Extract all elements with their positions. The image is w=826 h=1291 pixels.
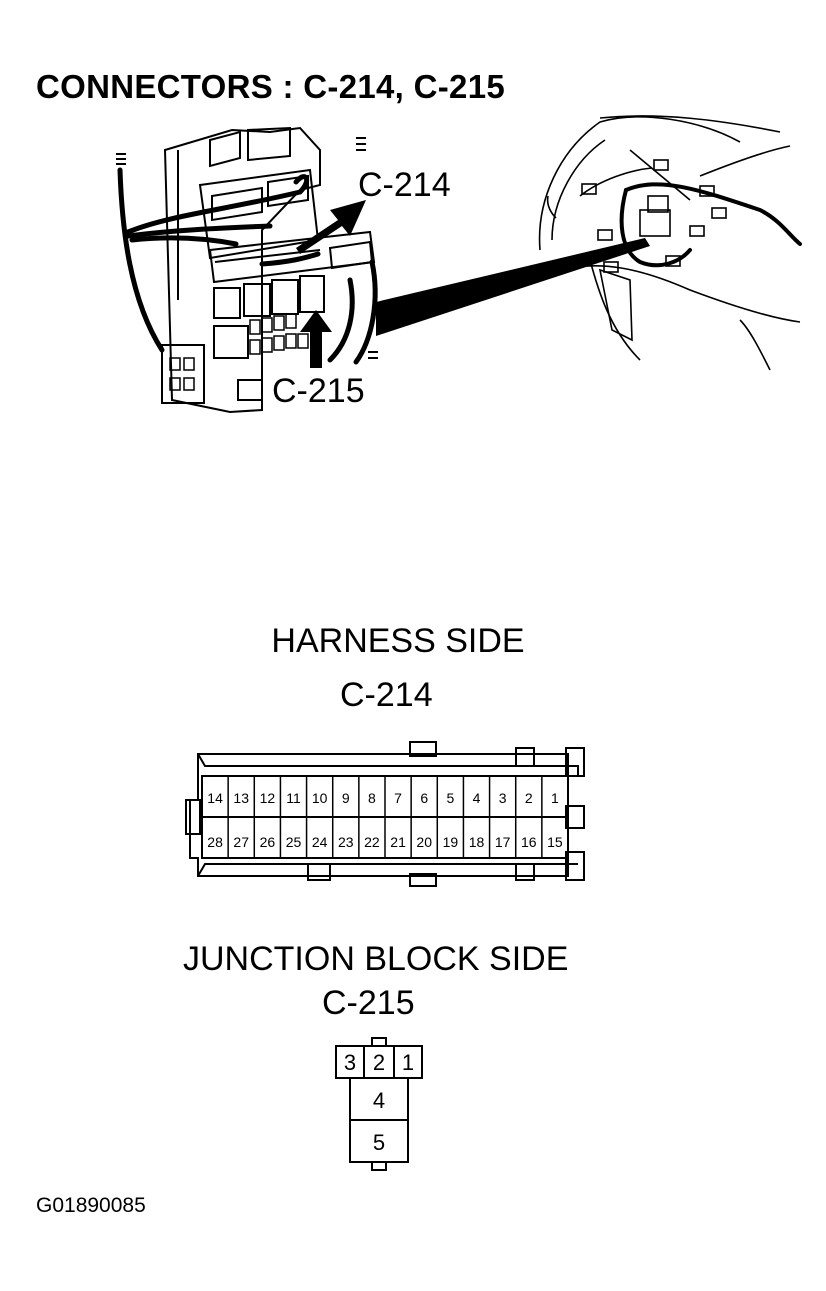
- pin-label: 1: [402, 1050, 414, 1075]
- pin-label-bottom: 21: [390, 834, 406, 850]
- junction-block-side-heading: JUNCTION BLOCK SIDE: [183, 940, 569, 978]
- pin-label-top: 13: [233, 790, 249, 806]
- pin-label-bottom: 26: [260, 834, 276, 850]
- figure-code: G01890085: [36, 1194, 146, 1217]
- pin-label-bottom: 23: [338, 834, 354, 850]
- pin-label-bottom: 28: [207, 834, 223, 850]
- pin-label-bottom: 20: [416, 834, 432, 850]
- c214-arrow: [296, 200, 366, 254]
- pin-label-bottom: 25: [286, 834, 302, 850]
- pin-label-top: 3: [499, 790, 507, 806]
- callout-c215: C-215: [272, 372, 365, 410]
- pin-label-bottom: 17: [495, 834, 511, 850]
- pin-label: 5: [373, 1130, 385, 1155]
- pin-label: 2: [373, 1050, 385, 1075]
- pin-label-bottom: 27: [233, 834, 249, 850]
- callout-c214: C-214: [358, 166, 451, 204]
- pin-label: 3: [344, 1050, 356, 1075]
- pin-label-bottom: 15: [547, 834, 563, 850]
- pin-label-bottom: 22: [364, 834, 380, 850]
- c214-housing: [208, 230, 376, 284]
- pin-label-bottom: 19: [443, 834, 459, 850]
- junction-connector-id: C-215: [322, 984, 415, 1022]
- pin-label-top: 4: [473, 790, 481, 806]
- pin-label-top: 1: [551, 790, 559, 806]
- pin-label-top: 11: [286, 790, 301, 806]
- junction-block-body: [163, 126, 321, 414]
- pin-label-top: 9: [342, 790, 350, 806]
- pin-label-bottom: 16: [521, 834, 537, 850]
- harness-connector-id: C-214: [340, 676, 433, 714]
- pin-label-top: 5: [446, 790, 454, 806]
- junction-block-illustration: [116, 115, 802, 414]
- pin-label-top: 10: [312, 790, 328, 806]
- pin-label-top: 2: [525, 790, 533, 806]
- pin-label-top: 12: [260, 790, 276, 806]
- pin-label-top: 14: [207, 790, 223, 806]
- location-pointer: [376, 238, 650, 336]
- pin-label-bottom: 24: [312, 834, 328, 850]
- pin-label-top: 7: [394, 790, 402, 806]
- pin-label: 4: [373, 1088, 385, 1113]
- c215-arrow: [300, 310, 332, 368]
- pin-label-top: 6: [420, 790, 428, 806]
- pin-label-top: 8: [368, 790, 376, 806]
- pin-label-bottom: 18: [469, 834, 485, 850]
- harness-side-heading: HARNESS SIDE: [271, 622, 525, 660]
- page-title: CONNECTORS : C-214, C-215: [36, 68, 506, 105]
